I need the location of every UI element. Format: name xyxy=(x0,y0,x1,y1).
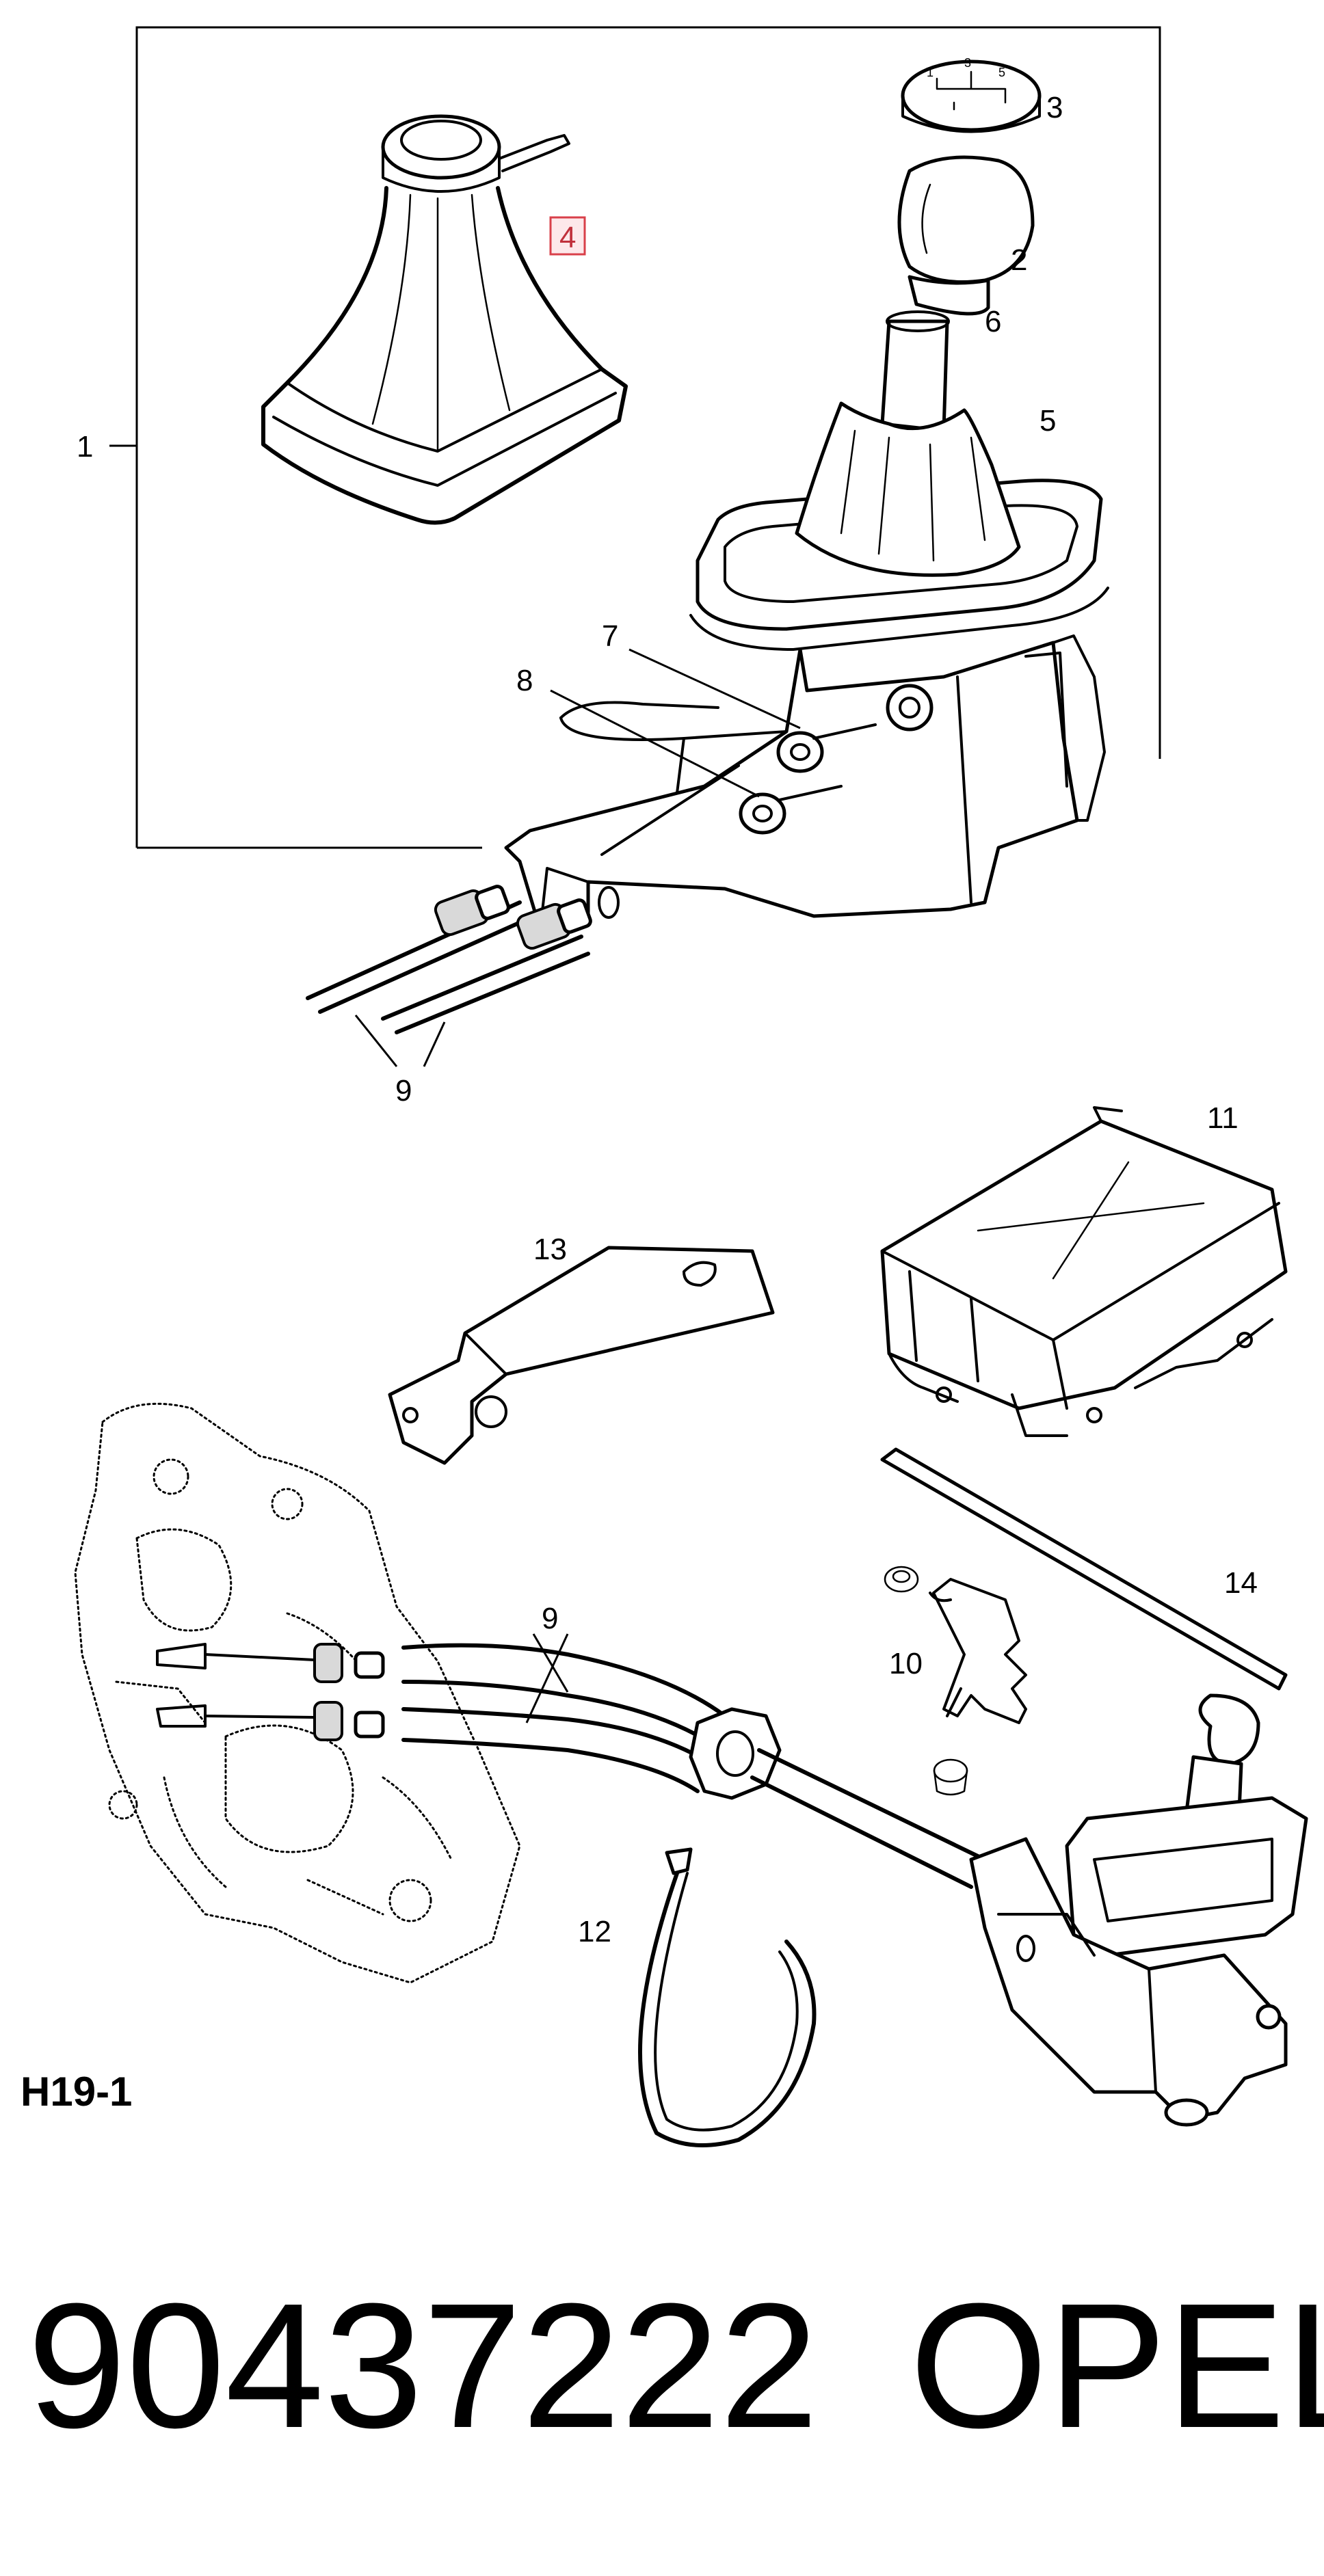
callout-labels: 1 2 3 4 5 6 7 8 9 9 10 11 12 13 14 xyxy=(77,91,1258,1948)
transmission-housing xyxy=(74,1402,521,1984)
callout-13: 13 xyxy=(533,1233,567,1266)
assembly-group-frame xyxy=(109,26,1161,849)
brand-name: OPEL xyxy=(910,2267,1324,2465)
cable-tie-part-12 xyxy=(638,1847,817,2147)
strip-part-14 xyxy=(880,1447,1288,1691)
shift-cables-part-9-top xyxy=(306,885,592,1067)
callout-12: 12 xyxy=(578,1915,611,1948)
bracket-part-11 xyxy=(880,1106,1288,1437)
shift-boot-part-4 xyxy=(261,114,628,525)
callout-9-top: 9 xyxy=(395,1074,412,1108)
callout-6: 6 xyxy=(985,305,1001,338)
callout-5: 5 xyxy=(1040,404,1056,438)
callout-9-bottom: 9 xyxy=(542,1602,558,1635)
callout-11: 11 xyxy=(1207,1101,1239,1135)
callout-4-highlight-box xyxy=(549,216,586,256)
shift-housing-base xyxy=(504,634,1106,932)
callout-4: 4 xyxy=(559,221,576,254)
bracket-part-13 xyxy=(388,1246,775,1465)
shift-assembly-bottom xyxy=(969,1693,1308,2127)
callout-14: 14 xyxy=(1224,1566,1258,1600)
svg-text:1: 1 xyxy=(927,66,934,79)
callout-10: 10 xyxy=(889,1647,923,1680)
callout-7: 7 xyxy=(602,619,618,653)
callout-3: 3 xyxy=(1046,91,1063,124)
svg-text:5: 5 xyxy=(998,66,1005,79)
svg-text:3: 3 xyxy=(964,56,971,70)
part-number: 90437222 xyxy=(27,2267,819,2465)
callout-8: 8 xyxy=(516,664,533,697)
callout-1: 1 xyxy=(77,430,93,464)
shift-pattern-cap-part-3: 1 3 5 xyxy=(901,56,1042,133)
section-code: H19-1 xyxy=(21,2069,132,2115)
clip-part-10 xyxy=(884,1566,1027,1796)
shift-lever-part-6 xyxy=(880,310,950,433)
inner-boot-part-5 xyxy=(689,401,1109,651)
gear-knob-part-2 xyxy=(897,155,1035,316)
callout-2: 2 xyxy=(1011,243,1027,277)
shift-cables-part-9-bottom xyxy=(156,1633,987,1889)
